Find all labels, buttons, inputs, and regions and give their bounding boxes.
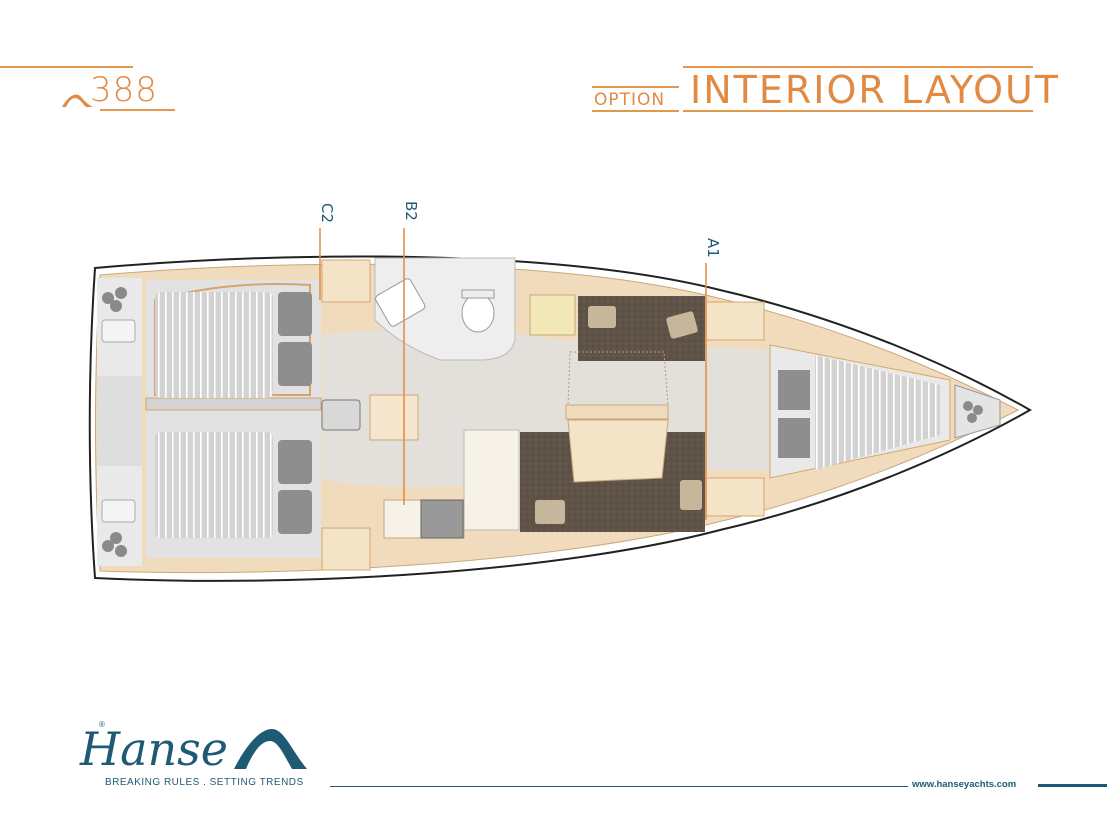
header-top-rule-left: [0, 66, 133, 68]
hanse-logo-text: Hanse: [80, 722, 228, 776]
stove-icon: [420, 499, 464, 539]
option-top-rule: [592, 86, 679, 88]
section-marker-a1: A1: [704, 238, 722, 258]
berth-aft-port: [155, 292, 273, 398]
saloon-table-leaf: [567, 351, 669, 406]
option-label: OPTION: [594, 90, 666, 110]
companionway-steps: [369, 394, 419, 441]
footer-rule-left: [330, 786, 908, 787]
saloon-table: [567, 419, 669, 483]
berth-forward: [815, 355, 940, 470]
footer-rule-right: [1038, 784, 1107, 787]
title-bottom-rule: [683, 110, 1033, 112]
website-link[interactable]: www.hanseyachts.com: [912, 779, 1017, 790]
model-number: 388: [90, 70, 158, 110]
title-top-rule: [683, 66, 1033, 68]
nav-instrument-icon: [321, 399, 361, 431]
brand-tagline: BREAKING RULES . SETTING TRENDS: [105, 777, 304, 788]
page-title: INTERIOR LAYOUT: [690, 68, 1061, 112]
hanse-wave-icon: [234, 729, 307, 769]
section-marker-c2: C2: [318, 203, 336, 224]
fenders-bow-icon: [963, 401, 983, 423]
berth-aft-starboard: [155, 432, 273, 538]
header-model-underline: [100, 109, 175, 111]
option-bottom-rule: [592, 110, 679, 112]
registered-mark: ®: [99, 720, 105, 729]
section-marker-b2: B2: [402, 201, 420, 221]
fenders-icon: [102, 287, 127, 557]
galley-counter: [463, 429, 520, 531]
hanse-wave-icon-small: [62, 94, 93, 107]
